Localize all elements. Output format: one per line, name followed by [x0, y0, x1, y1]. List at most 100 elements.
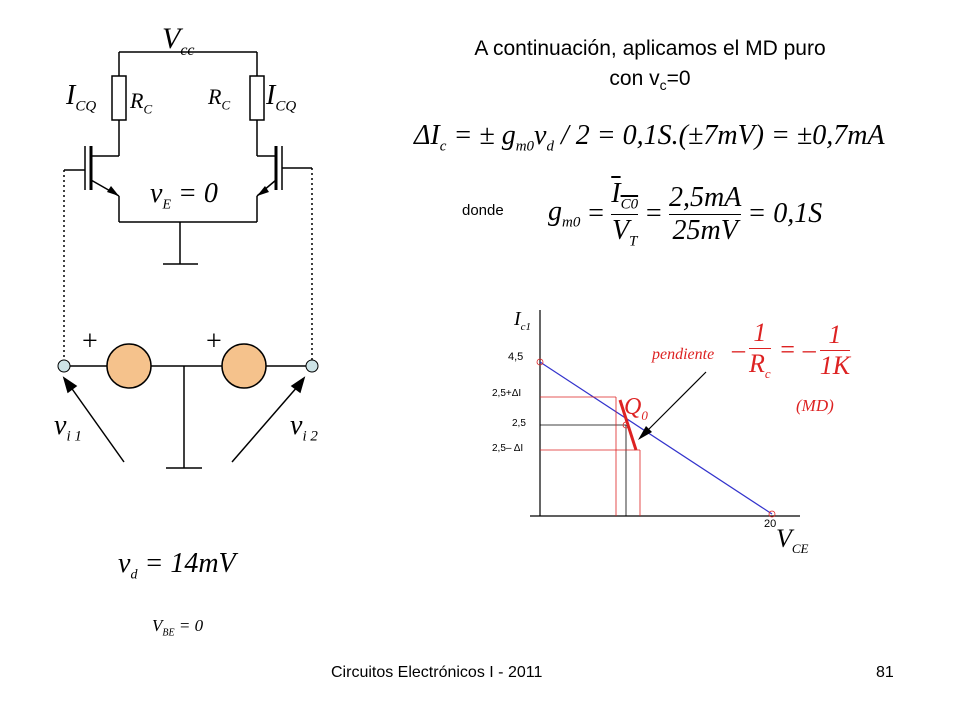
- ve-label: vE = 0: [150, 178, 218, 214]
- frac2-den: 25mV: [672, 214, 738, 246]
- footer-course: Circuitos Electrónicos I - 2011: [331, 664, 543, 681]
- rc-left-resistor: [111, 75, 127, 121]
- vi1-arrow: [69, 385, 125, 463]
- title-line-2-sub: c: [659, 77, 667, 94]
- rc-left-text: R: [130, 88, 144, 113]
- q0-sub: 0: [641, 407, 648, 423]
- slope-frac1-den: Rc: [749, 349, 771, 382]
- gm-eq2: =: [644, 198, 663, 230]
- gm-eq3: = 0,1S: [747, 198, 823, 230]
- title-line-2: con vc=0: [430, 64, 870, 100]
- vbe-value: = 0: [174, 616, 204, 635]
- pendiente-arrow: [641, 371, 707, 437]
- pendiente-label: pendiente: [652, 346, 715, 363]
- md-swing-segment: [618, 399, 638, 451]
- icq-left-sub: CQ: [75, 98, 97, 115]
- vbe-text: V: [152, 616, 163, 635]
- vd-label: vd = 14mV: [118, 548, 236, 584]
- ve-value: = 0: [171, 178, 218, 209]
- terminal-left: [57, 359, 71, 373]
- icq-right-label: ICQ: [266, 80, 296, 116]
- slope-frac1: 1 Rc: [749, 318, 771, 382]
- x-axis-label: VCE: [776, 524, 809, 557]
- frac1-den: VT: [612, 215, 637, 251]
- x-axis-label-sub: CE: [791, 541, 809, 557]
- icq-left-text: I: [66, 80, 76, 111]
- ve-text: v: [150, 178, 163, 209]
- vcc-label: Vcc: [162, 22, 195, 60]
- q0-text: Q: [624, 394, 642, 420]
- slope-frac1-bar: [749, 348, 771, 349]
- vd-sub: d: [130, 567, 138, 583]
- load-line: [539, 361, 773, 515]
- icq-left-label: ICQ: [66, 80, 96, 116]
- slope-frac2: 1 1K: [819, 319, 851, 381]
- slope-frac1-den-sub: c: [764, 366, 771, 382]
- eq1-end: / 2 = 0,1S.(±7mV) = ±0,7mA: [553, 120, 885, 151]
- gm-equation: gm0 = IC0 VT = 2,5mA 25mV = 0,1S: [548, 178, 822, 250]
- vi2-label: vi 2: [290, 410, 318, 446]
- slope-frac1-den-text: R: [749, 349, 765, 378]
- eq1-delta: ΔI: [414, 120, 440, 151]
- frac1-den-sub: T: [629, 233, 638, 250]
- vi2-sub: i 2: [302, 428, 318, 445]
- plus-right: +: [206, 326, 222, 357]
- gm-frac1: IC0 VT: [611, 178, 639, 251]
- frac1-bar: [611, 213, 639, 215]
- gm-text: g: [548, 196, 562, 228]
- ve-sub: E: [162, 197, 171, 213]
- tick-4-5: 4,5: [508, 351, 524, 363]
- intercept-y: [536, 358, 544, 366]
- tick-2-5-plus: 2,5+ΔI: [492, 388, 522, 399]
- rc-right-label: RC: [208, 84, 230, 113]
- frac1-num-sub: C0: [620, 196, 639, 213]
- icq-right-text: I: [266, 80, 276, 111]
- vi1-label: vi 1: [54, 410, 82, 446]
- vd-text: v: [118, 548, 131, 579]
- rc-left-label: RC: [130, 88, 152, 117]
- y-axis-label: Ic1: [514, 308, 531, 333]
- intercept-x: [768, 510, 776, 518]
- load-line-graph: [530, 310, 800, 518]
- slope-frac2-den: 1K: [819, 350, 851, 380]
- vi2-text: v: [290, 410, 303, 441]
- gm-eq1: =: [586, 198, 606, 230]
- slope-minus: –: [732, 335, 745, 365]
- rc-left-sub: C: [143, 101, 153, 117]
- slope-frac1-num: 1: [753, 318, 767, 347]
- delta-ic-equation: ΔIc = ± gm0vd / 2 = 0,1S.(±7mV) = ±0,7mA: [414, 120, 885, 156]
- donde-label: donde: [462, 202, 504, 219]
- frac1-den-text: V: [611, 214, 630, 246]
- gm-sub: m0: [562, 214, 581, 231]
- tick-2-5: 2,5: [512, 418, 526, 429]
- gm-frac2: 2,5mA 25mV: [669, 181, 742, 247]
- slide-title: A continuación, aplicamos el MD puro con…: [430, 34, 870, 100]
- rc-right-text: R: [208, 84, 222, 109]
- plus-left: +: [82, 326, 98, 357]
- vcc-sub: cc: [180, 42, 195, 59]
- frac2-num: 2,5mA: [669, 181, 742, 213]
- frac2-bar: [669, 213, 742, 215]
- md-label: (MD): [796, 396, 834, 415]
- tick-20: 20: [764, 518, 777, 530]
- slope-frac2-num: 1: [828, 319, 842, 349]
- frac1-num: IC0: [611, 178, 638, 214]
- eq1-gsub: m0: [515, 138, 535, 155]
- gm-lhs: gm0: [548, 196, 580, 232]
- title-line-2-suffix: =0: [666, 67, 691, 90]
- eq1-rest: = ± g: [446, 120, 516, 151]
- eq1-tail: v: [534, 120, 547, 151]
- vi1-text: v: [54, 410, 67, 441]
- terminal-right: [305, 359, 319, 373]
- y-axis-label-text: I: [514, 308, 521, 330]
- frac1-num-text: I: [611, 178, 621, 209]
- vi2-arrow: [231, 385, 299, 463]
- vi1-sub: i 1: [66, 428, 82, 445]
- vbe-label: VBE = 0: [152, 616, 203, 638]
- source-vi1: [106, 343, 152, 389]
- rc-right-resistor: [249, 75, 265, 121]
- title-line-2-text: con v: [609, 67, 660, 90]
- vbe-sub: BE: [162, 627, 175, 639]
- source-vi2: [221, 343, 267, 389]
- eq1-tail-sub: d: [546, 138, 554, 155]
